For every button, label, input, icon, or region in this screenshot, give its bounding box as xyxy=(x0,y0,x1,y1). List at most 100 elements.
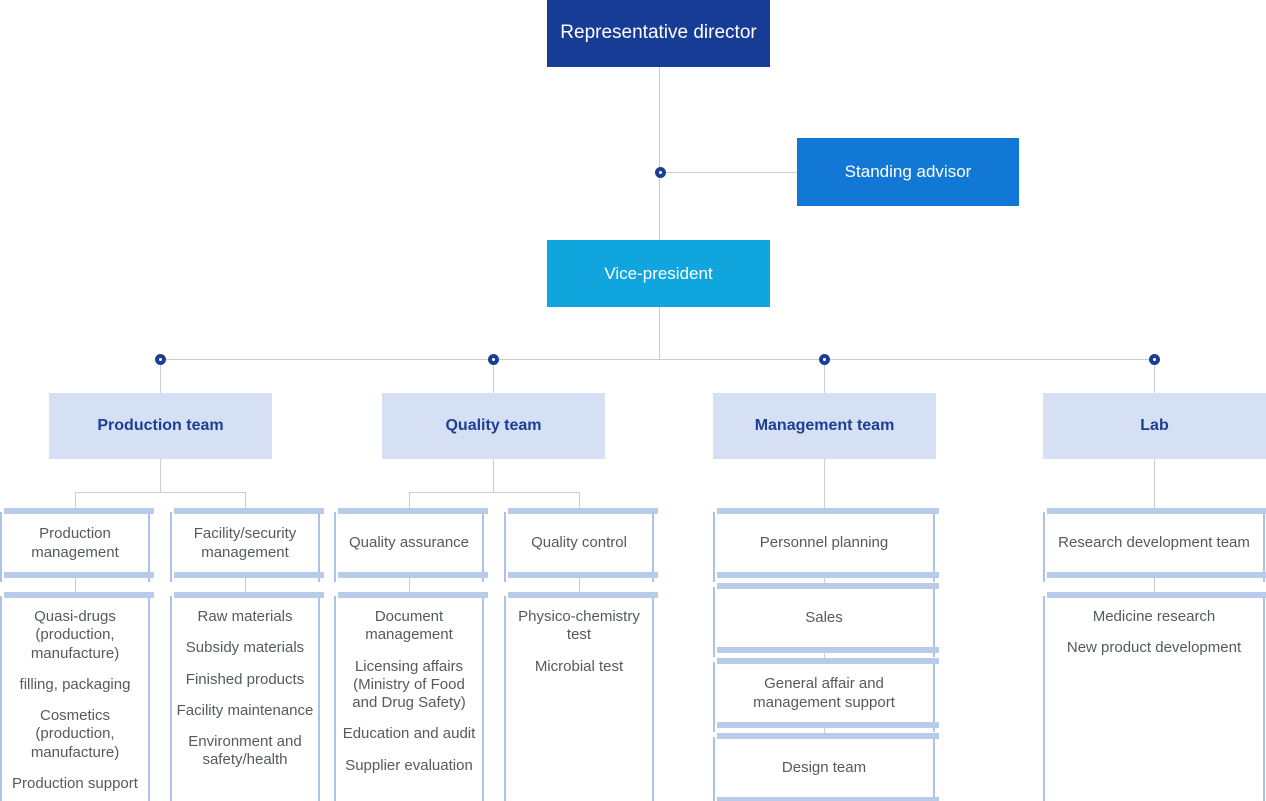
connector-production-left xyxy=(75,492,76,508)
node-dot-management xyxy=(819,354,830,365)
frame-bar-top xyxy=(174,592,324,598)
connector-drop-production xyxy=(160,359,161,393)
frame-side-left xyxy=(1043,596,1045,801)
frame-side-right xyxy=(318,596,320,801)
detail-item: Education and audit xyxy=(342,725,476,743)
box-detail-quality-assurance[interactable]: Document management Licensing affairs (M… xyxy=(334,592,488,801)
connector-teams-horizontal xyxy=(160,359,1155,360)
frame-side-right xyxy=(933,512,935,582)
frame-side-right xyxy=(652,596,654,801)
sub-label: General affair and management support xyxy=(753,674,895,711)
detail-list: Physico-chemistry test Microbial test xyxy=(510,608,648,676)
frame-bar-bottom xyxy=(717,647,939,653)
frame-side-right xyxy=(148,512,150,582)
connector-production-split xyxy=(75,492,246,493)
frame-side-right xyxy=(1263,512,1265,582)
box-sub-quality-assurance[interactable]: Quality assurance xyxy=(334,508,488,582)
sub-label: Quality assurance xyxy=(348,534,470,552)
connector-sub-stem-production-2 xyxy=(245,578,246,592)
frame-bar-bottom xyxy=(338,572,488,578)
frame-side-right xyxy=(933,587,935,657)
team-label-production: Production team xyxy=(97,417,224,434)
detail-item: Physico-chemistry test xyxy=(518,608,640,644)
sub-label: Design team xyxy=(781,759,867,777)
box-team-quality[interactable]: Quality team xyxy=(382,393,605,459)
frame-bar-top xyxy=(174,508,324,514)
sub-label: Quality control xyxy=(531,534,627,552)
box-sub-sales[interactable]: Sales xyxy=(713,583,939,657)
connector-quality-split xyxy=(409,492,580,493)
box-team-lab[interactable]: Lab xyxy=(1043,393,1266,459)
detail-item: Finished products xyxy=(185,670,305,688)
frame-bar-top xyxy=(338,508,488,514)
frame-side-right xyxy=(482,596,484,801)
connector-quality-left xyxy=(409,492,410,508)
detail-item: Microbial test xyxy=(534,657,624,675)
detail-list: Medicine research New product developmen… xyxy=(1049,608,1259,658)
frame-side-left xyxy=(1043,512,1045,582)
frame-side-left xyxy=(334,596,336,801)
connector-sub-stem-production-1 xyxy=(75,578,76,592)
sub-label: Facility/security management xyxy=(193,524,297,561)
detail-item: Environment and safety/health xyxy=(188,733,302,769)
box-standing-advisor[interactable]: Standing advisor xyxy=(797,138,1019,206)
frame-side-left xyxy=(713,512,715,582)
box-sub-quality-control[interactable]: Quality control xyxy=(504,508,658,582)
detail-item: Supplier evaluation xyxy=(345,756,473,774)
box-team-management[interactable]: Management team xyxy=(713,393,936,459)
detail-item: Production support xyxy=(12,775,138,793)
connector-sub-stem-quality-1 xyxy=(409,578,410,592)
detail-item: Facility maintenance xyxy=(176,701,314,719)
node-dot-lab xyxy=(1149,354,1160,365)
connector-director-vertical xyxy=(659,67,660,240)
connector-lab-stem xyxy=(1154,459,1155,508)
frame-side-left xyxy=(504,596,506,801)
frame-bar-top xyxy=(338,592,488,598)
detail-item: Licensing affairs (Ministry of Food and … xyxy=(352,657,466,712)
frame-bar-bottom xyxy=(717,572,939,578)
frame-side-right xyxy=(1263,596,1265,801)
box-sub-general-affair-and-management-support[interactable]: General affair and management support xyxy=(713,658,939,732)
frame-side-right xyxy=(318,512,320,582)
detail-list: Raw materials Subsidy materials Finished… xyxy=(176,608,314,770)
connector-quality-right xyxy=(579,492,580,508)
box-vice-president[interactable]: Vice-president xyxy=(547,240,770,307)
box-sub-research-development-team[interactable]: Research development team xyxy=(1043,508,1266,582)
box-detail-production-management[interactable]: Quasi-drugs (production, manufacture) fi… xyxy=(0,592,154,801)
connector-production-stem xyxy=(160,459,161,493)
frame-bar-top xyxy=(717,658,939,664)
frame-bar-bottom xyxy=(717,722,939,728)
box-detail-facility-security-management[interactable]: Raw materials Subsidy materials Finished… xyxy=(170,592,324,801)
detail-list: Quasi-drugs (production, manufacture) fi… xyxy=(6,608,144,793)
vice-president-label: Vice-president xyxy=(604,263,713,283)
frame-bar-top xyxy=(1047,592,1266,598)
detail-item: Cosmetics (production, manufacture) xyxy=(30,707,120,761)
detail-item: Medicine research xyxy=(1092,608,1216,625)
frame-bar-top xyxy=(717,508,939,514)
detail-list: Document management Licensing affairs (M… xyxy=(340,608,478,775)
box-detail-research-development-team[interactable]: Medicine research New product developmen… xyxy=(1043,592,1266,801)
frame-side-left xyxy=(713,662,715,732)
box-sub-personnel-planning[interactable]: Personnel planning xyxy=(713,508,939,582)
sub-label: Production management xyxy=(31,524,119,561)
connector-management-stem xyxy=(824,459,825,508)
box-sub-production-management[interactable]: Production management xyxy=(0,508,154,582)
node-dot-advisor xyxy=(655,167,666,178)
connector-production-right xyxy=(245,492,246,508)
sub-label: Research development team xyxy=(1058,534,1250,552)
box-sub-design-team[interactable]: Design team xyxy=(713,733,939,801)
team-label-quality: Quality team xyxy=(445,417,542,434)
box-sub-facility-security-management[interactable]: Facility/security management xyxy=(170,508,324,582)
frame-bar-top xyxy=(4,592,154,598)
frame-side-left xyxy=(170,512,172,582)
frame-side-right xyxy=(933,662,935,732)
connector-drop-management xyxy=(824,359,825,393)
frame-bar-bottom xyxy=(4,572,154,578)
box-representative-director[interactable]: Representative director xyxy=(547,0,770,67)
box-detail-quality-control[interactable]: Physico-chemistry test Microbial test xyxy=(504,592,658,801)
box-team-production[interactable]: Production team xyxy=(49,393,272,459)
frame-bar-top xyxy=(717,733,939,739)
connector-vp-vertical xyxy=(659,307,660,360)
frame-side-left xyxy=(713,737,715,801)
